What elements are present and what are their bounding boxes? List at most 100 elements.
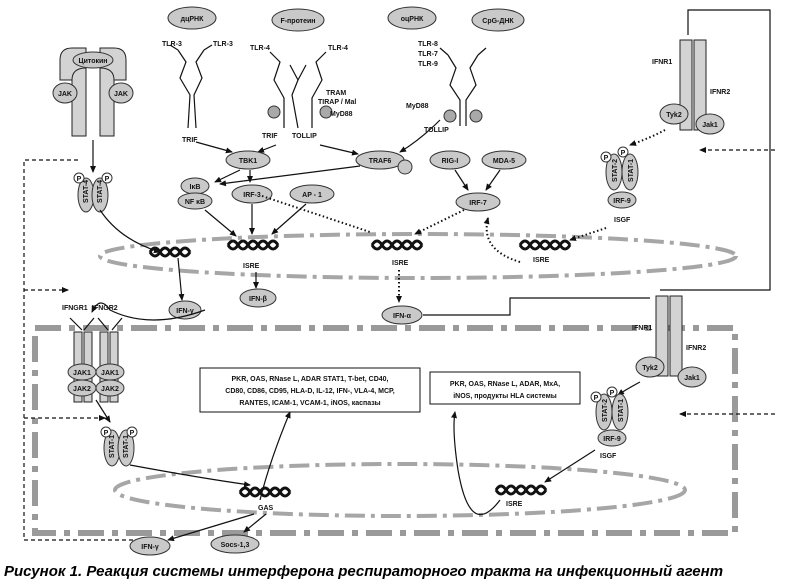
isre-4-label: ISRE	[506, 501, 523, 508]
ifngr-to-stat1-arrow	[95, 399, 111, 423]
tlr4-a-label: TLR-4	[250, 45, 270, 52]
jak1-bot-label: Jak1	[684, 375, 700, 382]
mda5-to-irf7-arrow	[485, 169, 501, 191]
figure-caption: Рисунок 1. Реакция системы интерферона р…	[4, 563, 724, 580]
tlr789-receptor: TLR-8 TLR-7 TLR-9 MyD88 TOLLIP	[406, 41, 487, 134]
svg-text:P: P	[104, 430, 109, 437]
myd88-a-label: MyD88	[330, 111, 353, 118]
cytokine-receptor: Цитокин JAK JAK	[52, 47, 134, 137]
ifna-node	[381, 305, 423, 325]
traf6-to-ikb-arrow	[219, 165, 361, 187]
irf9-bot-label: IRF-9	[603, 436, 621, 443]
trif-to-tbk1-arrow	[195, 141, 233, 154]
svg-text:P: P	[610, 390, 615, 397]
tlr4-receptor: TLR-4 TLR-4 TRAM TIRAP / Mal MyD88 TRIF …	[250, 45, 356, 140]
ssrna-node	[387, 6, 437, 30]
stat1-top-label: STAT-1	[628, 159, 635, 182]
ifnr2-top-label: IFNR2	[710, 89, 730, 96]
ssrna-label: оцРНК	[401, 16, 424, 23]
tollip-b-label: TOLLIP	[424, 127, 449, 134]
tbk1-node	[225, 150, 271, 170]
nucleus-membrane-top	[98, 232, 738, 280]
isgf-bot-to-isre4-arrow	[544, 449, 596, 483]
rigi-to-irf7-arrow	[454, 169, 469, 191]
dna-isre-4	[494, 484, 548, 496]
isre-genes-line-1: PKR, OAS, RNase L, ADAR, MxA,	[450, 381, 560, 388]
irf7-to-isre-dotted	[414, 209, 465, 235]
stat2-bot-label: STAT-2	[602, 399, 609, 422]
fprotein-node	[271, 8, 325, 32]
cytokine-label: Цитокин	[78, 58, 107, 65]
nfkb-label: NF κB	[185, 199, 205, 206]
ifng-bot-label: IFN-γ	[141, 544, 159, 551]
dna-isre-2	[370, 239, 424, 251]
svg-text:P: P	[105, 176, 110, 183]
dna-gas	[238, 486, 292, 498]
irf3-label: IRF-3	[243, 192, 261, 199]
stat2-top-label: STAT-2	[612, 159, 619, 182]
left-dashed-loop	[23, 159, 140, 541]
svg-text:P: P	[130, 430, 135, 437]
tyk2-bot-label: Tyk2	[642, 365, 658, 372]
svg-text:P: P	[621, 150, 626, 157]
socs-label: Socs-1,3	[221, 542, 250, 549]
gas-genes-line-1: PKR, OAS, RNase L, ADAR STAT1, T-bet, CD…	[231, 376, 388, 383]
gas-genes-line-3: RANTES, ICAM-1, VCAM-1, iNOS, каспазы	[239, 400, 380, 407]
dna-stat4	[148, 246, 192, 258]
jak1-r-label: JAK1	[101, 370, 119, 377]
gas-to-ifng-arrow	[167, 513, 255, 542]
cpg-node	[471, 8, 525, 32]
ifna-to-receptor-line	[423, 297, 650, 316]
traf6-label: TRAF6	[369, 158, 392, 165]
trif-a-label: TRIF	[182, 137, 198, 144]
tollip-a-label: TOLLIP	[292, 133, 317, 140]
isgf-top-label: ISGF	[614, 217, 631, 224]
tlr9-label: TLR-9	[418, 61, 438, 68]
isgf-bot-label: ISGF	[600, 453, 617, 460]
stat4-dimer: P P STAT-4 STAT-4	[73, 172, 113, 213]
ap1-label: AP - 1	[302, 192, 322, 199]
tbk1-label: TBK1	[239, 158, 257, 165]
irf7-label: IRF-7	[469, 200, 487, 207]
tlr4-b-label: TLR-4	[328, 45, 348, 52]
ifnr-bot-receptor: IFNR1 IFNR2 Tyk2 Jak1	[632, 295, 707, 388]
cpg-label: CpG-ДНК	[482, 18, 514, 25]
irf3-node	[231, 184, 273, 204]
ifna-label: IFN-α	[393, 313, 412, 320]
svg-text:P: P	[594, 395, 599, 402]
isgf-bot-complex: P P STAT-2 STAT-1 IRF-9 ISGF	[590, 386, 629, 460]
tlr8-label: TLR-8	[418, 41, 438, 48]
tbk1-to-ikb-arrow	[214, 169, 241, 183]
stat1-bot-label: STAT-1	[618, 399, 625, 422]
gas-label: GAS	[258, 505, 274, 512]
stat1-b-label: STAT-1	[123, 435, 130, 458]
isre-genes-line-2: iNOS, продукты HLA системы	[453, 393, 557, 400]
tlr4-to-tbk1-arrow	[257, 144, 277, 153]
isre4-to-box-arrow	[451, 411, 501, 515]
tyk2-top-label: Tyk2	[666, 112, 682, 119]
jak2-r-label: JAK2	[101, 386, 119, 393]
trif-b-label: TRIF	[262, 133, 278, 140]
isre-1-label: ISRE	[243, 263, 260, 270]
ifngr2-label: IFNGR2	[92, 305, 118, 312]
ifngr1-label: IFNGR1	[62, 305, 88, 312]
dsrna-label: дцРНК	[181, 16, 204, 23]
jak-left-label: JAK	[58, 91, 72, 98]
dna-isre-1	[226, 239, 280, 251]
ifnr-bot-to-stat-arrow	[617, 381, 641, 396]
ifnr-top-to-stat-dotted	[629, 129, 666, 146]
ifng-bot-node	[129, 536, 171, 556]
svg-text:P: P	[604, 155, 609, 162]
isre-3-label: ISRE	[533, 257, 550, 264]
ifngr-receptor: IFNGR1 IFNGR2 JAK1 JAK1 JAK2 JAK2	[62, 305, 125, 403]
jak2-l-label: JAK2	[73, 386, 91, 393]
dna-isre-3	[518, 239, 572, 251]
stat4-b-label: STAT-4	[97, 180, 104, 203]
isre-2-label: ISRE	[392, 260, 409, 267]
gas-genes-line-2: CD80, CD86, CD95, HLA-D, IL-12, IFN-, VL…	[225, 388, 395, 395]
ifnb-label: IFN-β	[249, 296, 268, 303]
dsrna-node	[167, 6, 217, 30]
jak1-top-label: Jak1	[702, 122, 718, 129]
jak1-l-label: JAK1	[73, 370, 91, 377]
nfkb-to-isre-arrow	[204, 209, 237, 237]
